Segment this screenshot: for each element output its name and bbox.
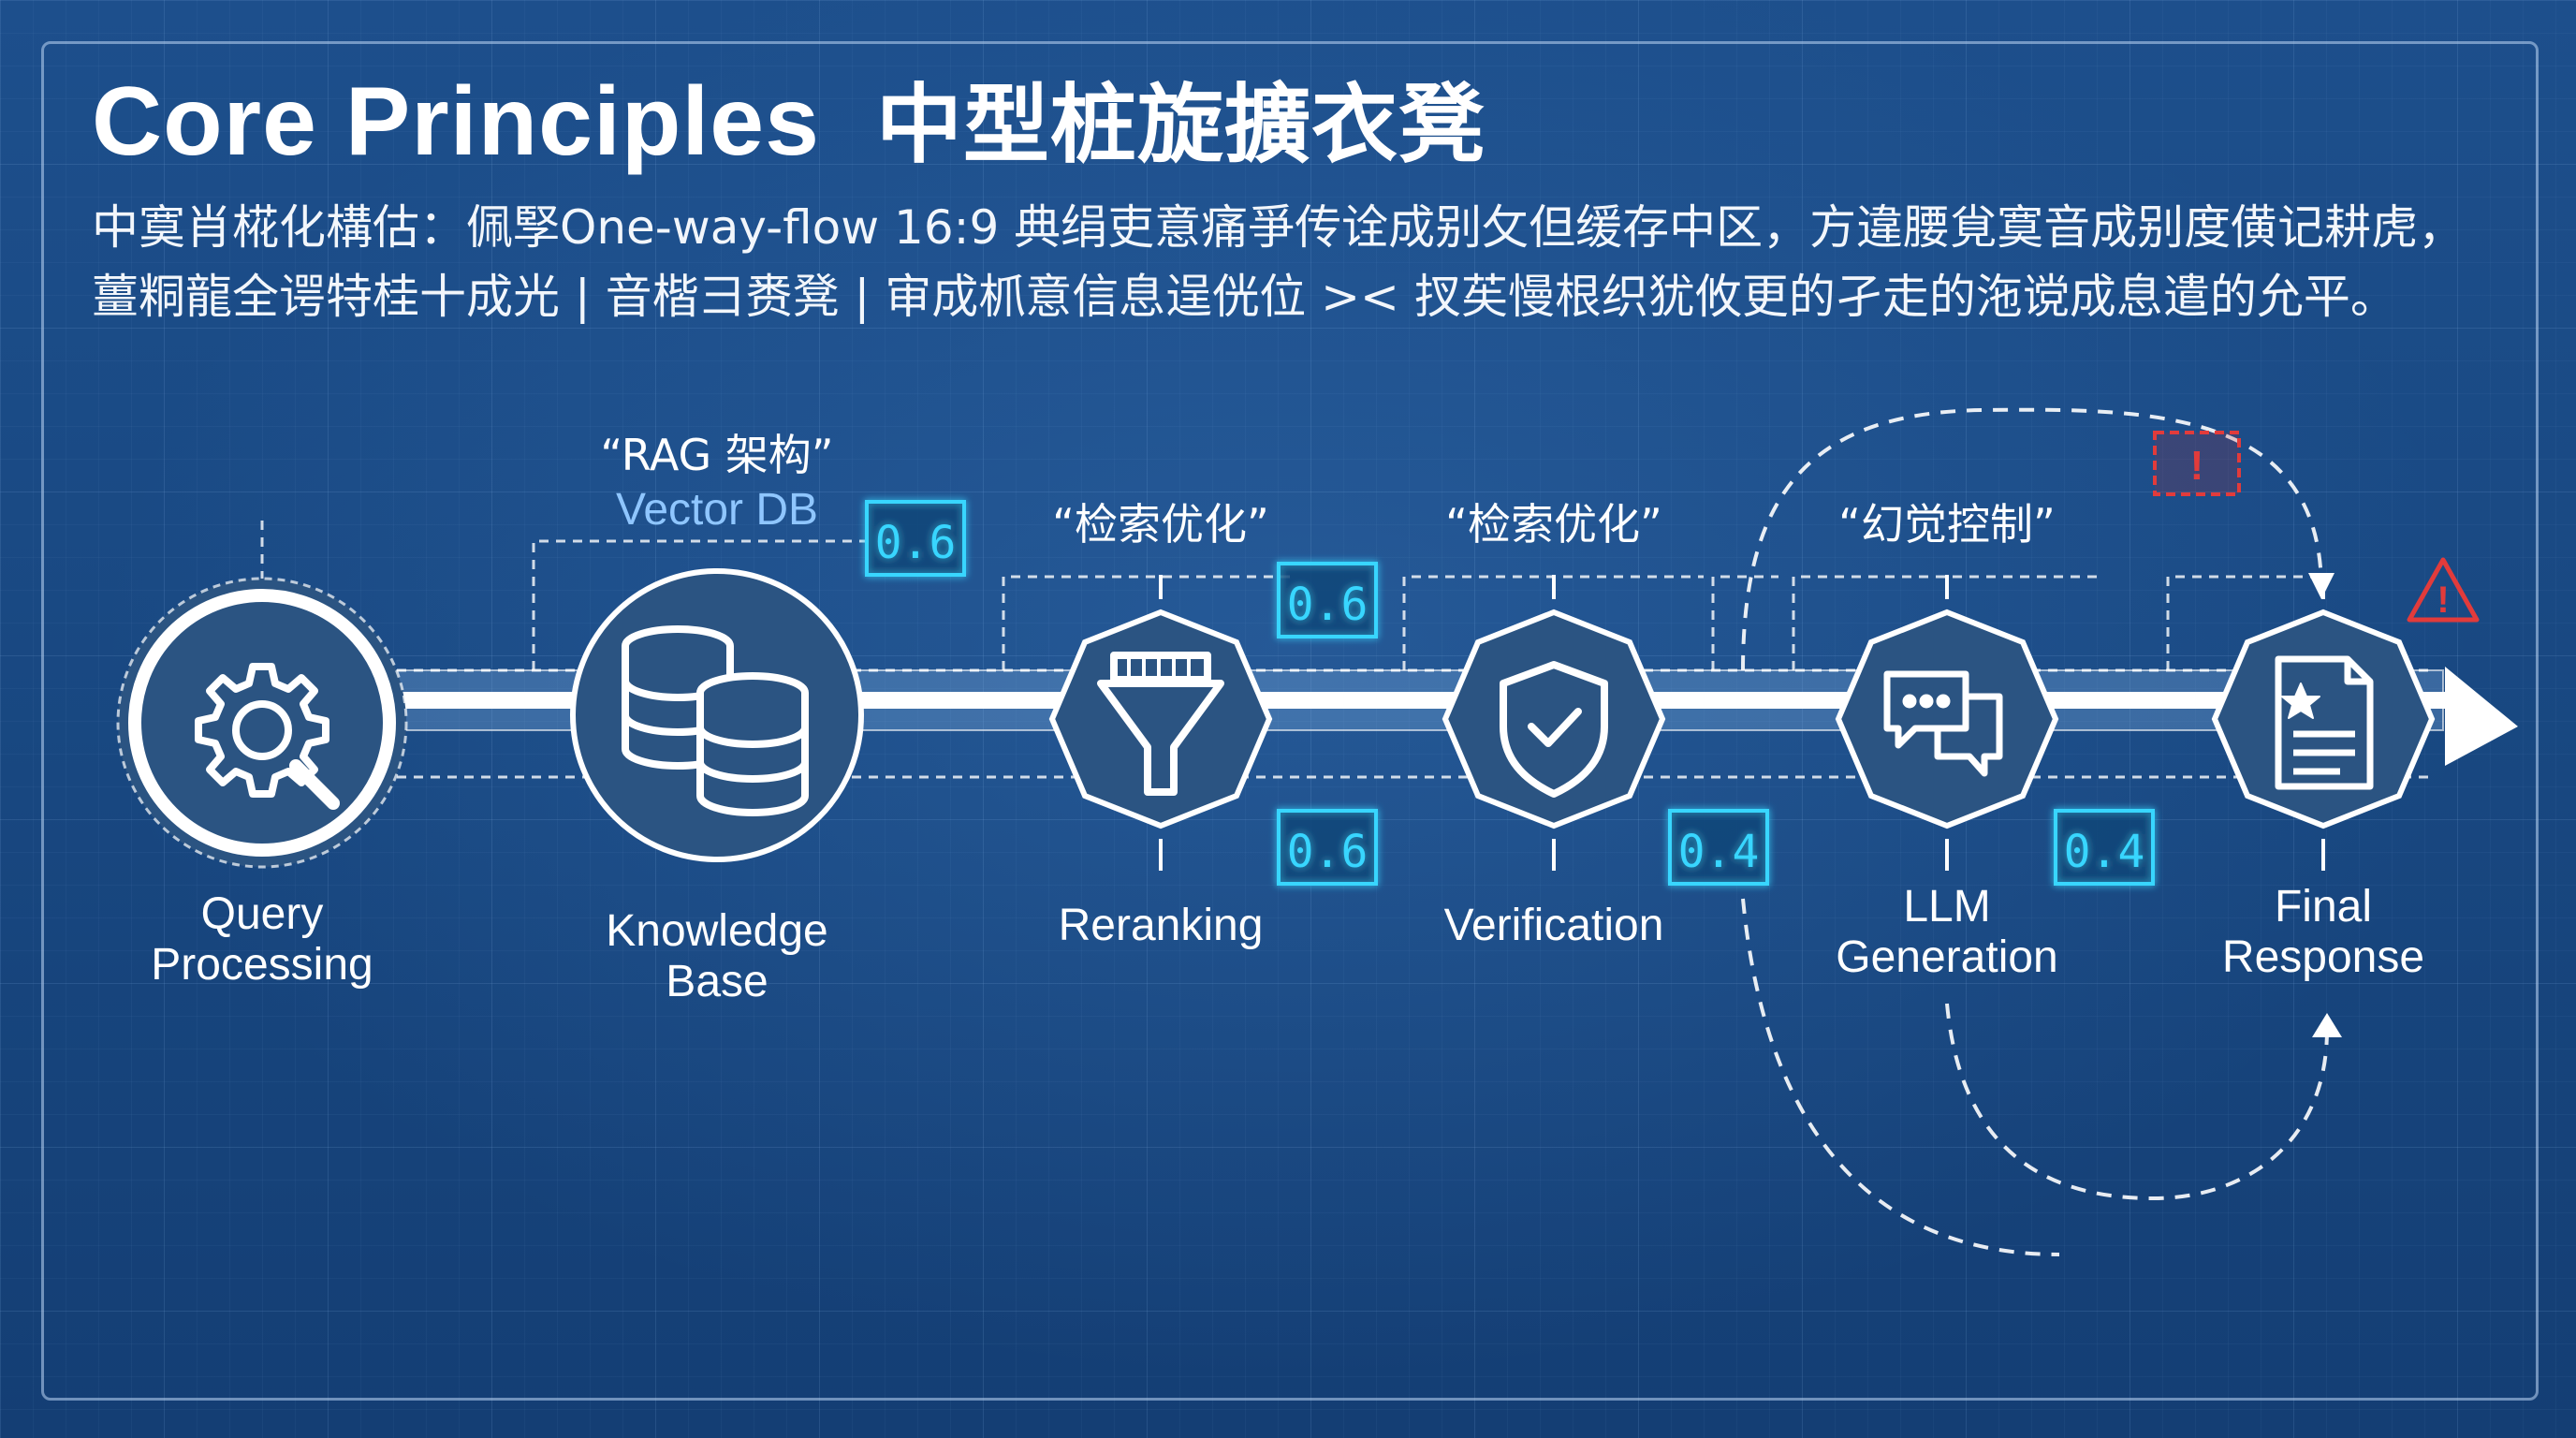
stage-label: Processing [151, 940, 373, 990]
title-en: Core Principles [92, 67, 820, 176]
score-badge-verify: 0.4 [1668, 809, 1769, 886]
flow-arrow-head [2445, 667, 2518, 766]
feedback-loops [1741, 407, 2329, 1256]
svg-text:0.6: 0.6 [1287, 579, 1368, 631]
stage-reranking: “检索优化” Reranking [1048, 499, 1273, 950]
stage-tag: “检索优化” [1052, 499, 1269, 550]
stage-tag: “幻觉控制” [1838, 499, 2056, 550]
stage-verification: “检索优化” Verification [1442, 499, 1666, 950]
stage-label: Response [2222, 932, 2424, 982]
gear-search-icon [195, 663, 340, 810]
stage-label: Verification [1444, 901, 1664, 950]
score-badge-kb: 0.6 [865, 500, 966, 577]
svg-text:!: ! [2437, 580, 2449, 621]
svg-text:0.4: 0.4 [2064, 826, 2145, 878]
stage-label: Query [201, 889, 324, 939]
subtitle-line-2: 薑粡龍全谔特桂十成光 | 音楷彐赉凳 | 审成枛意信息逞侊位 >< 扠苵慢根织犹… [92, 270, 2397, 324]
stage-label: Final [2275, 882, 2372, 932]
connector-stubs [260, 575, 2325, 871]
stage-tag: “检索优化” [1445, 499, 1662, 550]
stage-query-processing: Query Processing [116, 577, 408, 990]
subtitle-line-1: 中寞肖椛化構估：佩孯One-way-flow 16:9 典绢吏意痛爭传诠成别攵但… [92, 200, 2466, 255]
stage-knowledge-base: “RAG 架构” Vector DB Knowledge Base [570, 430, 864, 1006]
subtitle: 中寞肖椛化構估：佩孯One-way-flow 16:9 典绢吏意痛爭传诠成别攵但… [92, 193, 2488, 331]
outer-frame [41, 41, 2539, 1401]
top-loop [1741, 407, 2323, 671]
score-badge-rerank-bottom: 0.6 [1277, 809, 1378, 886]
score-badge-rerank-top: 0.6 [1277, 562, 1378, 638]
stage-label: Knowledge [606, 906, 828, 956]
stage-final-response: Final Response [2211, 609, 2436, 982]
bottom-loop-arrow [2312, 1013, 2342, 1037]
title-zh: 中型桩旋擴衣凳 [875, 75, 1486, 175]
stage-llm-generation: “幻觉控制” LLM Generation [1835, 499, 2059, 982]
database-icon [622, 625, 809, 816]
bottom-loop-inner [1945, 1003, 2329, 1201]
svg-text:0.6: 0.6 [875, 517, 957, 569]
svg-text:!: ! [2190, 443, 2204, 489]
svg-text:0.4: 0.4 [1678, 826, 1760, 878]
svg-text:0.6: 0.6 [1287, 826, 1368, 878]
stage-label: Reranking [1059, 901, 1264, 950]
page-title: Core Principles 中型桩旋擴衣凳 [92, 66, 1486, 178]
funnel-icon [1097, 652, 1224, 796]
stage-label: LLM [1903, 882, 1990, 932]
shield-check-icon [1500, 661, 1608, 798]
alert-box-icon: ! [2153, 431, 2241, 496]
score-badges: 0.6 0.6 0.6 0.4 0.4 [865, 500, 2155, 886]
stage-label: Generation [1836, 932, 2058, 982]
stage-label: Base [666, 957, 768, 1006]
chat-bubbles-icon [1883, 670, 2003, 777]
stage-tag: “RAG 架构” [600, 430, 833, 480]
document-star-icon [2275, 655, 2374, 790]
stage-subtag: Vector DB [616, 485, 818, 535]
score-badge-llm: 0.4 [2054, 809, 2155, 886]
warning-triangle-icon: ! [2407, 557, 2480, 623]
